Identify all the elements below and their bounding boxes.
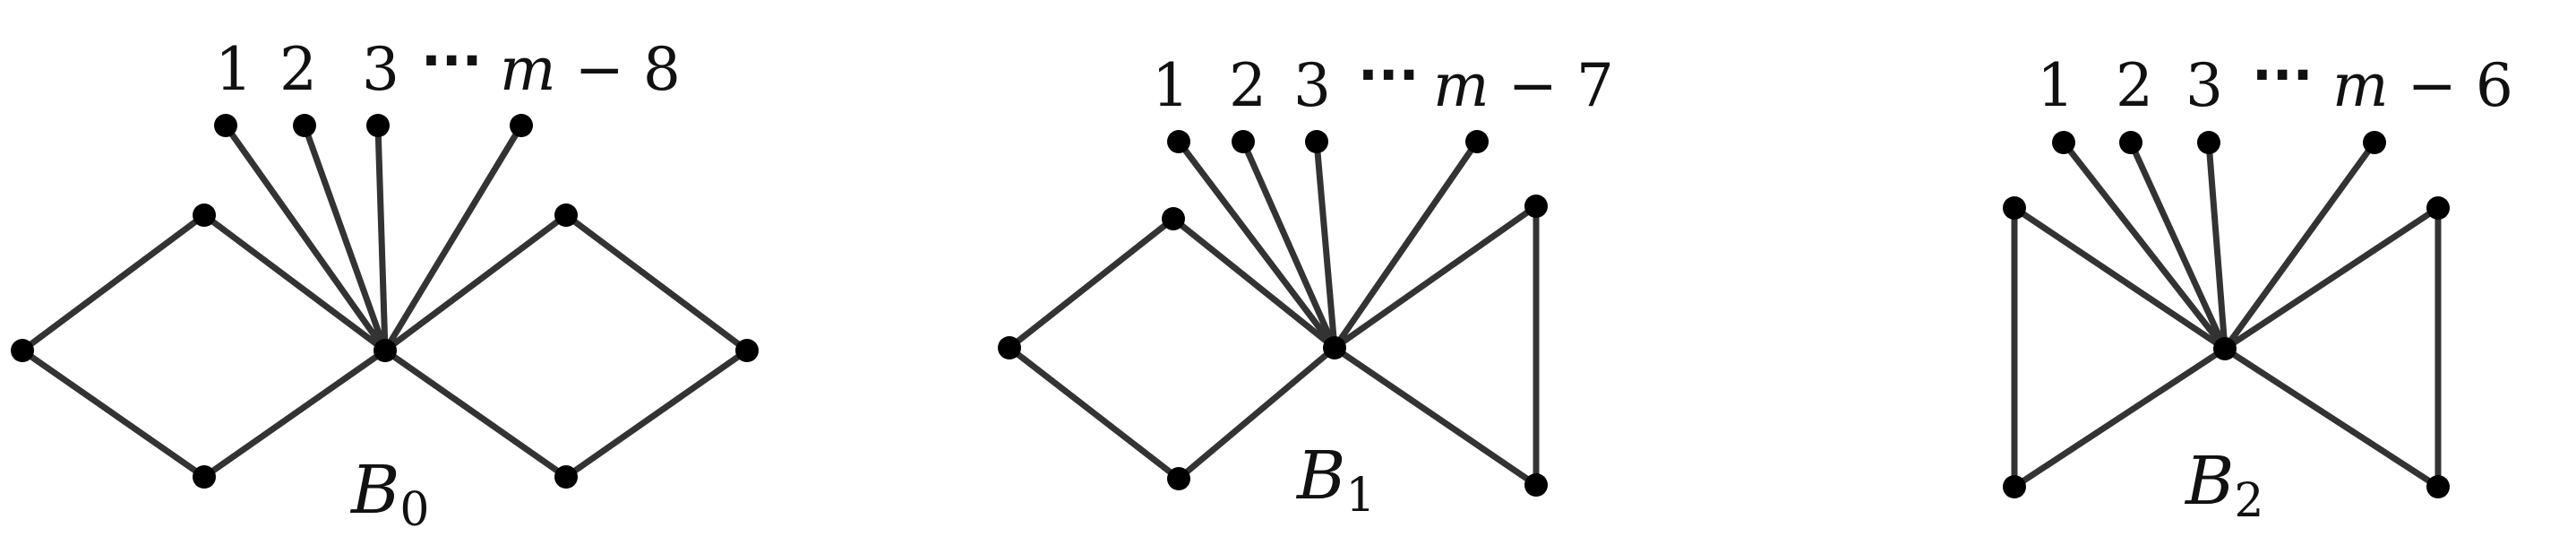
b0-caption-sub: 0 [399, 483, 429, 537]
b0-leaf-label-last-op: − [556, 35, 643, 104]
b0-edge-bottom-center [201, 347, 389, 480]
b0-edge-leaf-3 [374, 122, 389, 354]
b1-edge-center-tri-bottom [1331, 344, 1540, 489]
b2-edge-leaf-2 [2127, 139, 2228, 352]
b1-edge-left-bottom [1006, 344, 1182, 482]
b0-vertex-top-left [193, 203, 216, 227]
b1-leaf-1 [1167, 130, 1190, 153]
b2-leaf-1 [2052, 131, 2075, 154]
b2-leaf-label-1: 1 [2037, 51, 2074, 120]
b2-edge-leaf-last [2221, 139, 2378, 352]
b0-leaf-3 [366, 114, 390, 137]
b0-edge-leaf-last [382, 122, 525, 354]
b0-leaf-label-1: 1 [215, 35, 253, 104]
b1-vertex-top-left [1162, 207, 1185, 230]
b1-leaf-ellipsis: ··· [1358, 44, 1419, 107]
b1-leaf-2 [1232, 130, 1255, 153]
b0-edge-center-bottom-right [382, 347, 570, 480]
b1-leaf-3 [1305, 130, 1328, 153]
b1-leaf-label-last-var: m [1433, 51, 1490, 120]
b1-edge-bottom-center [1175, 344, 1338, 482]
b2-leaf-label-2: 2 [2116, 51, 2153, 120]
b2-leaf-2 [2119, 131, 2142, 154]
b0-leaf-last [510, 114, 533, 137]
b2-edge-leaf-1 [2060, 139, 2228, 352]
b2-leaf-label-last-op: − [2389, 51, 2476, 120]
b1-leaf-label-2: 2 [1229, 51, 1267, 120]
b2-leaf-label-last: m − 6 [2332, 51, 2513, 120]
b1-caption-base: B [1295, 437, 1345, 515]
b1-edge-leaf-2 [1240, 138, 1338, 351]
b2-edge-center-right-bottom [2221, 345, 2442, 490]
graph-b1: 1 2 3 ··· m − 7 B1 [998, 44, 1614, 523]
b1-leaf-last [1465, 130, 1489, 153]
b1-edge-leaf-last [1331, 138, 1481, 351]
b0-vertex-bottom-left [193, 465, 216, 489]
b0-leaf-label-last-num: 8 [643, 35, 681, 104]
b0-edge-top-right-far [562, 212, 751, 354]
b0-caption-base: B [349, 452, 399, 529]
graph-b0: 1 2 3 ··· m − 8 B0 [11, 30, 759, 537]
b1-edge-top-center [1170, 215, 1338, 351]
b2-edge-left-top-center [2011, 204, 2228, 352]
b2-caption: B2 [2184, 443, 2263, 528]
b2-leaf-3 [2197, 131, 2220, 154]
b0-leaf-2 [293, 114, 316, 137]
b1-edge-leaf-1 [1175, 138, 1338, 351]
b0-edge-top-center [201, 212, 389, 354]
b2-vertex-right-bottom [2426, 475, 2450, 498]
b0-edge-left-bottom [19, 347, 208, 480]
b2-caption-sub: 2 [2234, 474, 2263, 528]
b1-leaf-label-1: 1 [1152, 51, 1189, 120]
b2-leaf-label-3: 3 [2185, 51, 2223, 120]
graph-b2: 1 2 3 ··· m − 6 B2 [2003, 44, 2513, 528]
b2-leaf-ellipsis: ··· [2252, 44, 2313, 107]
b1-vertex-center [1323, 336, 1346, 359]
b2-vertex-left-bottom [2003, 475, 2026, 498]
b2-edge-center-right-top [2221, 204, 2442, 352]
b0-edge-left-top [19, 212, 208, 354]
b2-leaf-label-last-num: 6 [2476, 51, 2513, 120]
b0-vertex-right [735, 339, 759, 362]
b1-caption-sub: 1 [1345, 469, 1375, 523]
b0-caption: B0 [349, 452, 429, 537]
b1-leaf-label-3: 3 [1293, 51, 1331, 120]
b2-vertex-left-top [2003, 196, 2026, 220]
b1-leaf-label-last: m − 7 [1433, 51, 1614, 120]
b0-leaf-1 [214, 114, 237, 137]
b1-caption: B1 [1295, 437, 1375, 523]
b0-vertex-top-right [554, 203, 578, 227]
b1-edge-center-tri-top [1331, 203, 1540, 351]
b1-edge-leaf-3 [1313, 138, 1338, 351]
b2-vertex-center [2213, 337, 2237, 360]
b0-leaf-label-last: m − 8 [500, 35, 681, 104]
b0-leaf-label-3: 3 [362, 35, 399, 104]
b0-edge-bottom-right-far [562, 347, 751, 480]
b1-leaf-label-last-op: − [1490, 51, 1576, 120]
b2-leaf-label-last-var: m [2332, 51, 2389, 120]
b0-leaf-label-last-var: m [500, 35, 556, 104]
b2-leaf-last [2363, 131, 2386, 154]
b0-vertex-center [374, 339, 397, 362]
b1-vertex-tri-top [1524, 195, 1548, 218]
b0-vertex-bottom-right [554, 465, 578, 489]
b0-edge-leaf-1 [222, 122, 389, 354]
b2-edge-leaf-3 [2205, 139, 2228, 352]
b2-edge-left-bottom-center [2011, 345, 2228, 490]
b1-vertex-bottom-left [1167, 467, 1190, 490]
b0-vertex-left [11, 339, 34, 362]
b2-vertex-right-top [2426, 196, 2450, 220]
b1-vertex-left [998, 336, 1021, 359]
b0-edge-leaf-2 [301, 122, 389, 354]
b1-vertex-tri-bottom [1524, 473, 1548, 497]
b2-caption-base: B [2184, 443, 2234, 520]
b1-edge-left-top [1006, 215, 1177, 351]
b0-edge-center-top-right [382, 212, 570, 354]
b0-leaf-ellipsis: ··· [421, 30, 482, 92]
b1-leaf-label-last-num: 7 [1576, 51, 1614, 120]
b0-leaf-label-2: 2 [279, 35, 317, 104]
